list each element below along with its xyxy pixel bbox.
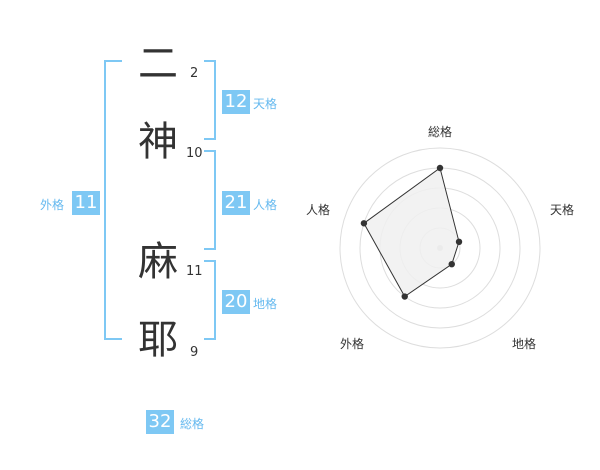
jinkaku-value-badge: 21 (222, 191, 250, 215)
gaikaku-value-badge: 11 (72, 191, 100, 215)
name-char-2: 神 (138, 119, 178, 165)
name-char-4: 耶 (138, 317, 178, 363)
jinkaku-label: 人格 (253, 198, 278, 212)
radar-label-chikaku: 地格 (511, 337, 536, 351)
radar-label-soukaku: 総格 (427, 125, 452, 139)
chikaku-value-badge: 20 (222, 290, 250, 314)
soukaku-label: 総格 (180, 417, 205, 431)
tenkaku-bracket (204, 60, 216, 140)
tenkaku-value-badge: 12 (222, 90, 250, 114)
stroke-count-4: 9 (190, 345, 199, 360)
gaikaku-bracket (104, 60, 122, 340)
radar-point-3 (448, 260, 455, 268)
stroke-count-3: 11 (186, 264, 203, 279)
radar-point-4 (401, 293, 408, 300)
fortune-radar-chart (339, 147, 541, 349)
gaikaku-label: 外格 (40, 198, 65, 212)
radar-label-jinkaku: 人格 (305, 203, 330, 217)
chikaku-bracket (204, 260, 216, 340)
radar-label-gaikaku: 外格 (339, 337, 364, 351)
name-char-3: 麻 (138, 239, 178, 285)
jinkaku-bracket (204, 150, 216, 250)
tenkaku-label: 天格 (253, 97, 278, 111)
radar-points (360, 164, 463, 300)
soukaku-value-badge: 32 (146, 410, 174, 434)
radar-data-polygon (363, 167, 460, 298)
radar-shape (363, 167, 460, 298)
stroke-count-2: 10 (186, 146, 203, 161)
chikaku-label: 地格 (253, 297, 278, 311)
stroke-count-1: 2 (190, 66, 199, 81)
name-char-1: 二 (138, 41, 178, 87)
radar-label-tenkaku: 天格 (549, 203, 574, 217)
radar-point-2 (455, 238, 463, 246)
radar-point-5 (360, 220, 368, 227)
radar-point-1 (436, 164, 444, 172)
